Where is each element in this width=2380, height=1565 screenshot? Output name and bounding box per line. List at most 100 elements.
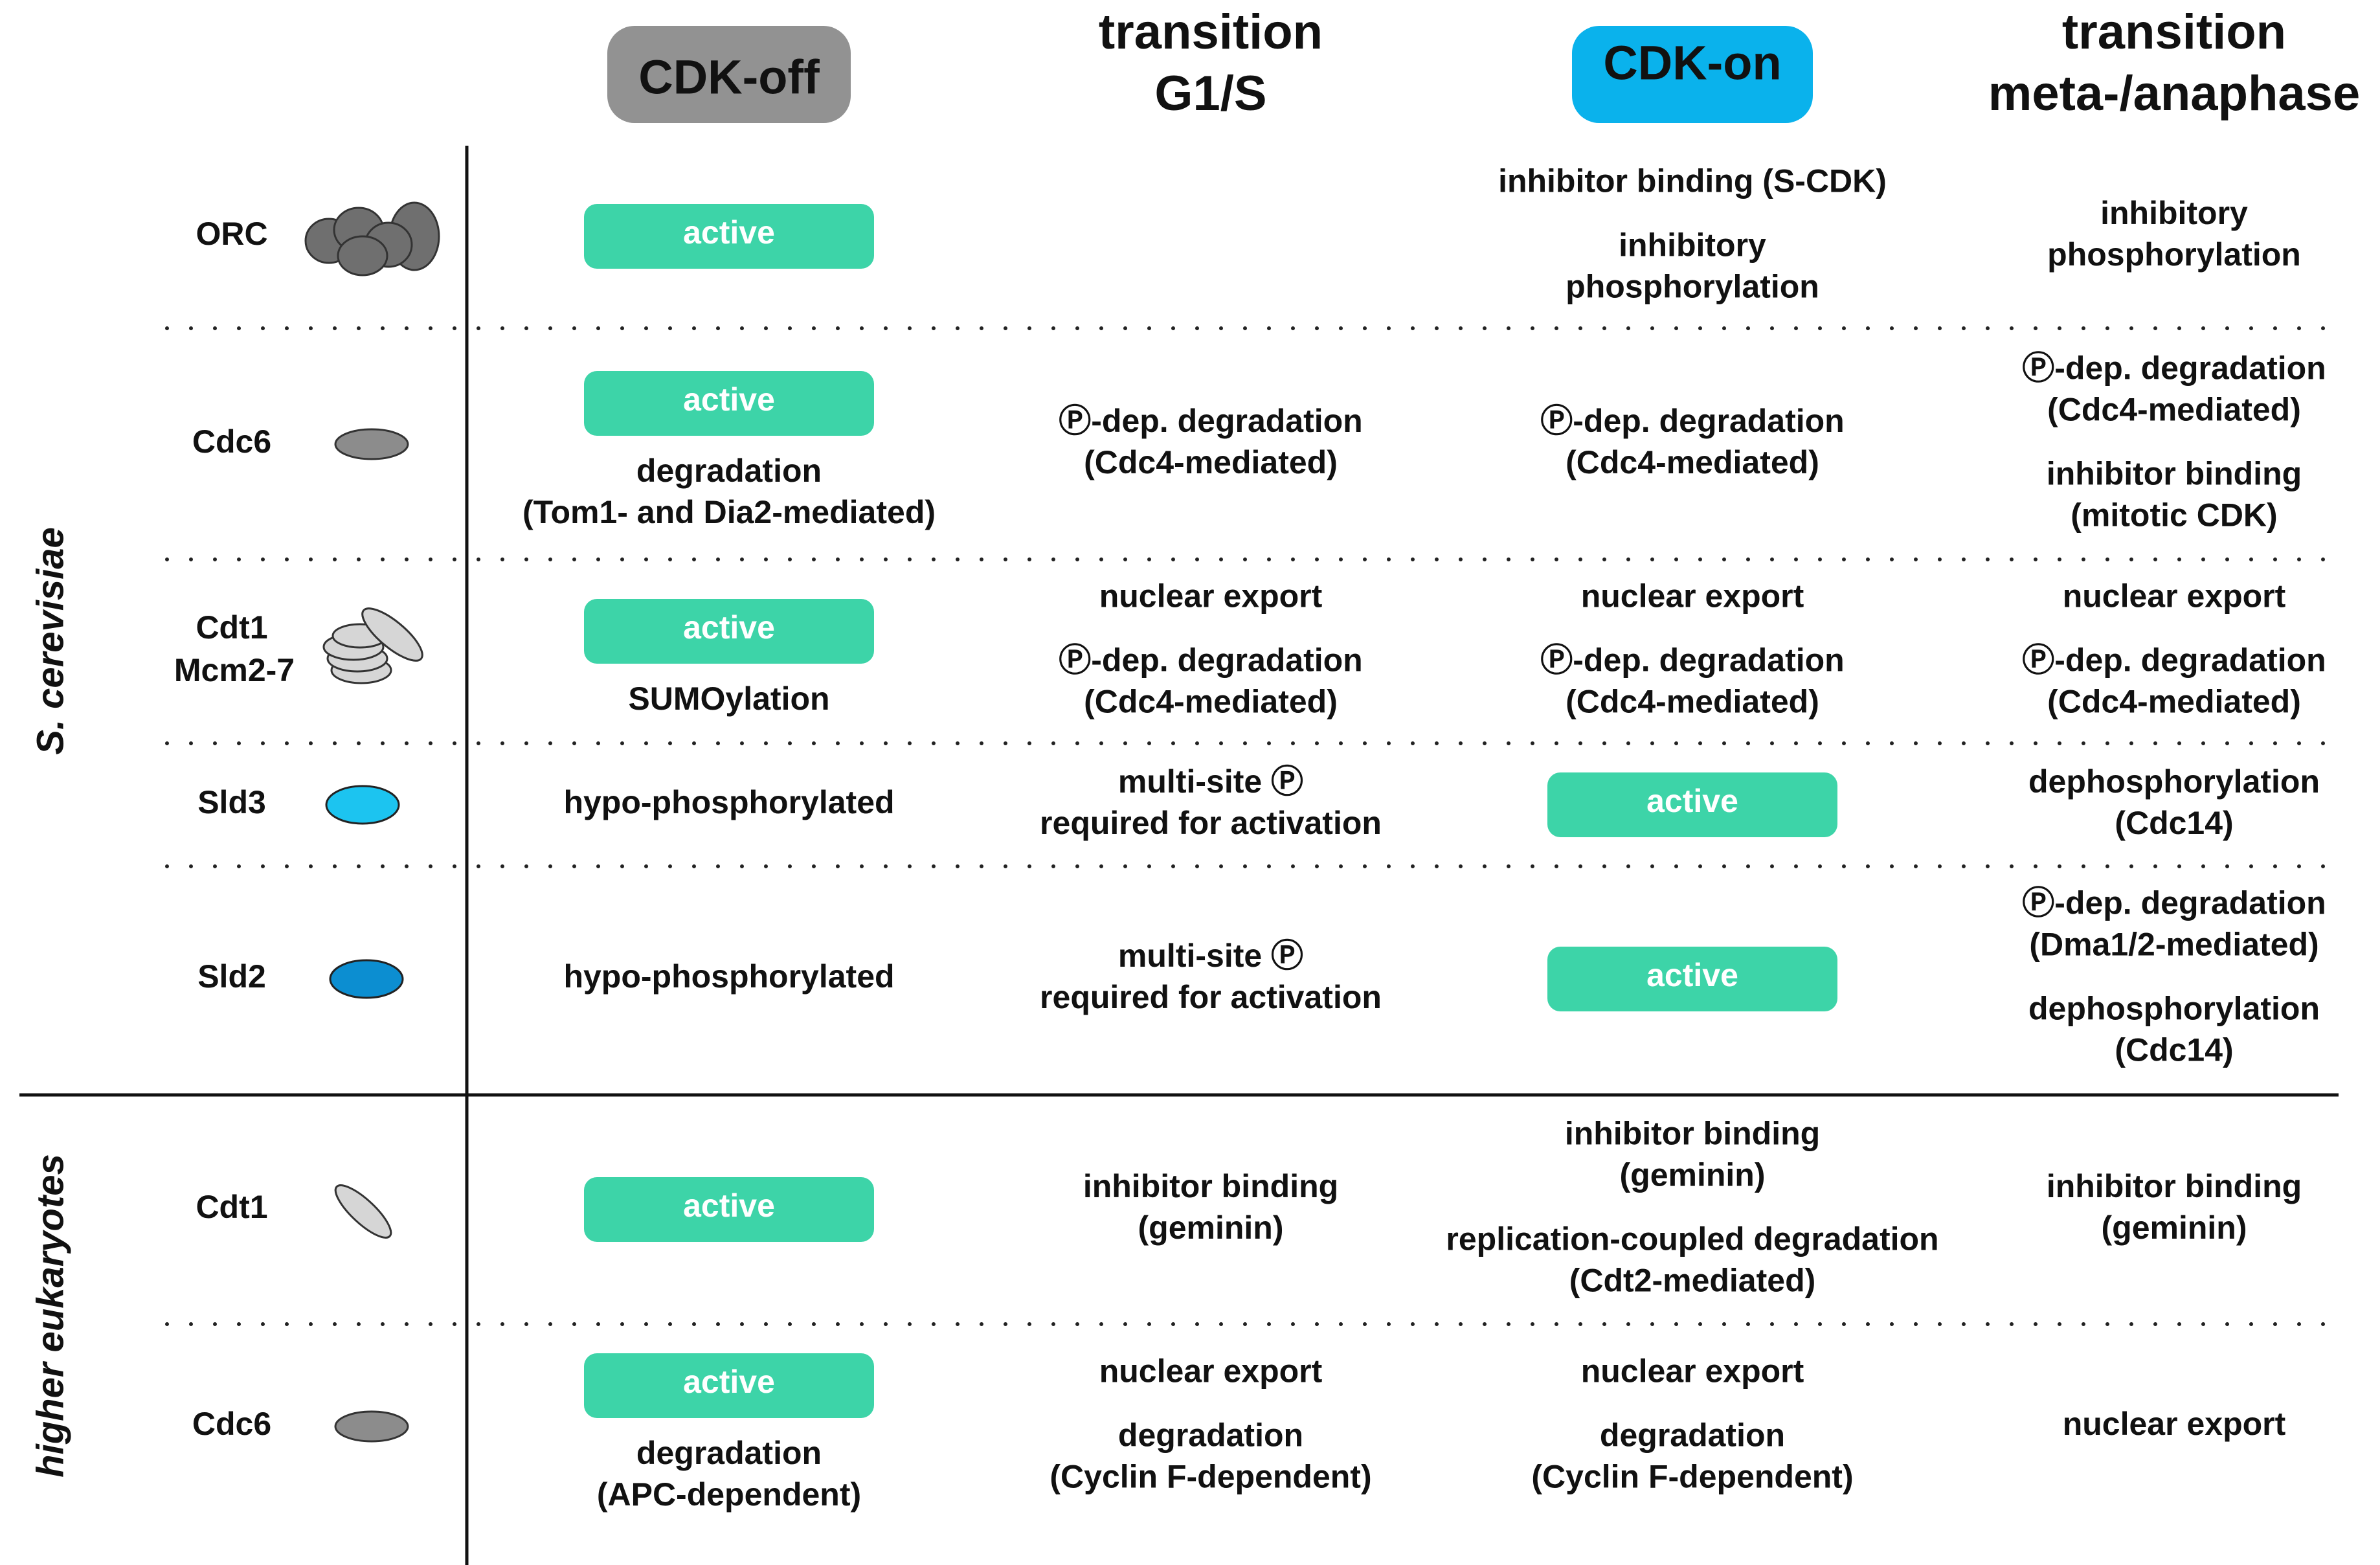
cdk-on-header-box: [1572, 26, 1813, 123]
sld2-blue-oval-icon: [329, 959, 404, 999]
cdk-on-cell-text: phosphorylation: [1566, 269, 1819, 305]
g1s-cell-text: degradation: [1118, 1417, 1303, 1454]
active-badge-box: [1547, 947, 1837, 1011]
active-badge: active: [584, 1353, 874, 1418]
meta-anaphase-cell-text: (Cdc14): [2115, 805, 2233, 841]
group-label-s-cerevisiae: S. cerevisiae: [29, 527, 71, 755]
cdk-on-cell-text: (Cdc4-mediated): [1566, 444, 1819, 480]
cdk-off-cell-text: degradation: [636, 1435, 822, 1471]
active-badge-box: [584, 599, 874, 664]
meta-anaphase-header-line1: transition: [2062, 5, 2286, 60]
meta-anaphase-cell-text: phosphorylation: [2047, 236, 2301, 273]
active-badge-label: active: [1646, 783, 1738, 819]
meta-anaphase-cell-text: Ⓟ-dep. degradation: [2022, 642, 2326, 679]
rows-layer: ORC active inhibitor binding (S-CDK) inhibi…: [174, 163, 2326, 1513]
g1s-cell-text: (Cdc4-mediated): [1084, 444, 1338, 480]
meta-anaphase-cell-text: inhibitory: [2100, 195, 2248, 231]
meta-anaphase-cell-text: nuclear export: [2063, 578, 2286, 614]
active-badge-label: active: [683, 1364, 775, 1400]
meta-anaphase-cell-text: (geminin): [2102, 1210, 2247, 1246]
cdk-on-cell-text: Ⓟ-dep. degradation: [1540, 642, 1844, 679]
cdk-on-cell-text: nuclear export: [1581, 578, 1804, 614]
cdk-on-cell-text: inhibitor binding: [1565, 1116, 1820, 1152]
cdk-off-cell-text: (Tom1- and Dia2-mediated): [522, 494, 936, 530]
cdk-on-header: CDK-on: [1603, 36, 1781, 90]
active-badge-box: [584, 1353, 874, 1418]
meta-anaphase-cell-text: (Cdc4-mediated): [2047, 392, 2301, 428]
cdk-off-cell-text: hypo-phosphorylated: [563, 958, 894, 995]
active-badge-label: active: [683, 381, 775, 418]
cdk-on-cell-text: nuclear export: [1581, 1353, 1804, 1390]
cdt1-tilted-oval-icon: [334, 1184, 392, 1239]
g1s-cell-text: inhibitor binding: [1083, 1168, 1338, 1204]
column-headers: CDK-off transition G1/S CDK-on transitio…: [607, 5, 2360, 123]
active-badge: active: [1547, 772, 1837, 837]
meta-anaphase-cell-text: (Cdc4-mediated): [2047, 684, 2301, 720]
active-badge-box: [584, 204, 874, 269]
g1s-cell-text: (Cyclin F-dependent): [1050, 1459, 1371, 1495]
g1s-cell-text: nuclear export: [1099, 578, 1323, 614]
active-badge-box: [584, 371, 874, 436]
cdc6-grey-oval-icon: [334, 1410, 409, 1443]
cdk-on-cell-text: replication-coupled degradation: [1446, 1221, 1938, 1257]
cdk-on-cell-text: Ⓟ-dep. degradation: [1540, 403, 1844, 439]
meta-anaphase-cell-text: (mitotic CDK): [2071, 497, 2277, 534]
sld3-cyan-oval-icon: [325, 785, 400, 825]
g1s-cell-text: (Cdc4-mediated): [1084, 684, 1338, 720]
active-badge: active: [584, 204, 874, 269]
cdk-off-cell-text: degradation: [636, 453, 822, 489]
active-badge-label: active: [683, 609, 775, 646]
g1s-transition-header-line2: G1/S: [1154, 66, 1266, 121]
cdk-off-cell-text: SUMOylation: [628, 681, 829, 717]
row-label: Cdc6: [192, 1406, 271, 1442]
row-label: Sld2: [197, 958, 266, 995]
cdk-on-cell-text: degradation: [1600, 1417, 1785, 1454]
meta-anaphase-cell-text: dephosphorylation: [2028, 763, 2320, 800]
active-badge-label: active: [1646, 957, 1738, 993]
cdk-on-cell-text: (Cyclin F-dependent): [1531, 1459, 1853, 1495]
g1s-cell-text: required for activation: [1040, 805, 1382, 841]
meta-anaphase-header-line2: meta-/anaphase: [1988, 66, 2360, 121]
meta-anaphase-cell-text: (Dma1/2-mediated): [2029, 927, 2318, 963]
active-badge: active: [584, 1177, 874, 1242]
active-badge: active: [584, 599, 874, 664]
g1s-cell-text: Ⓟ-dep. degradation: [1059, 403, 1362, 439]
row-label: Mcm2-7: [174, 652, 295, 688]
cdk-on-cell-text: (Cdc4-mediated): [1566, 684, 1819, 720]
g1s-cell-text: multi-site Ⓟ: [1118, 763, 1303, 800]
active-badge-box: [1547, 772, 1837, 837]
active-badge: active: [584, 371, 874, 436]
cdk-on-cell-text: (Cdt2-mediated): [1569, 1263, 1816, 1299]
g1s-cell-text: nuclear export: [1099, 1353, 1323, 1390]
cdk-off-cell-text: (APC-dependent): [597, 1476, 861, 1513]
meta-anaphase-cell-text: inhibitor binding: [2047, 1168, 2302, 1204]
active-badge-label: active: [683, 214, 775, 251]
cdt1-mcm-stack-icon: [322, 607, 423, 684]
g1s-cell-text: multi-site Ⓟ: [1118, 938, 1303, 974]
g1s-transition-header-line1: transition: [1099, 5, 1323, 60]
meta-anaphase-cell-text: dephosphorylation: [2028, 991, 2320, 1027]
cdk-on-cell-text: inhibitory: [1619, 227, 1766, 264]
meta-anaphase-cell-text: inhibitor binding: [2047, 456, 2302, 492]
row-label: Sld3: [197, 784, 266, 820]
row-label: ORC: [196, 216, 267, 252]
g1s-cell-text: (geminin): [1138, 1210, 1284, 1246]
cdk-on-cell-text: inhibitor binding (S-CDK): [1498, 163, 1887, 199]
row-label: Cdt1: [196, 1189, 267, 1225]
cdk-off-header: CDK-off: [638, 51, 820, 104]
g1s-cell-text: required for activation: [1040, 979, 1382, 1015]
group-label-higher-eukaryotes: higher eukaryotes: [29, 1154, 71, 1478]
row-label: Cdt1: [196, 609, 267, 646]
cdk-off-header-box: [607, 26, 851, 123]
active-badge-label: active: [683, 1188, 775, 1224]
active-badge: active: [1547, 947, 1837, 1011]
orc-complex-icon: [304, 201, 440, 276]
g1s-cell-text: Ⓟ-dep. degradation: [1059, 642, 1362, 679]
meta-anaphase-cell-text: nuclear export: [2063, 1406, 2286, 1442]
meta-anaphase-cell-text: Ⓟ-dep. degradation: [2022, 885, 2326, 921]
active-badge-box: [584, 1177, 874, 1242]
meta-anaphase-cell-text: Ⓟ-dep. degradation: [2022, 350, 2326, 387]
cdk-on-cell-text: (geminin): [1620, 1157, 1766, 1193]
